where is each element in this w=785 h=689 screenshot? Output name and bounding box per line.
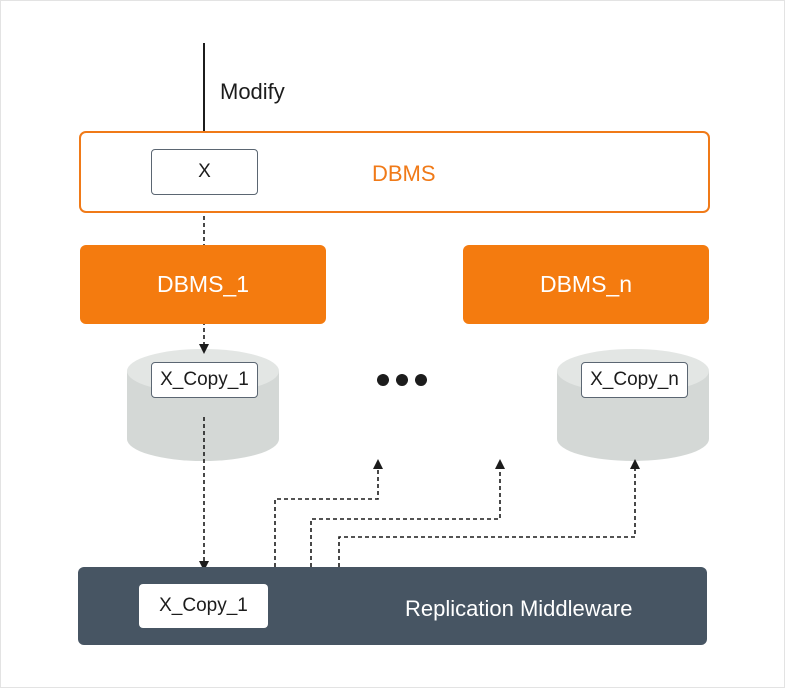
dbms-1-box: DBMS_1 (80, 245, 326, 324)
copy-1-label-box: X_Copy_1 (151, 362, 258, 398)
middleware-copy-label: X_Copy_1 (159, 595, 248, 616)
middleware-label: Replication Middleware (405, 596, 633, 621)
x-item-box: X (151, 149, 258, 195)
ellipsis-dot (415, 374, 427, 386)
dbms-1-label: DBMS_1 (156, 271, 250, 297)
middleware-copy-box: X_Copy_1 (139, 584, 268, 628)
dbms-n-box: DBMS_n (463, 245, 709, 324)
propagation-arrow-2 (310, 459, 505, 567)
ellipsis-dot (396, 374, 408, 386)
x-item-label: X (198, 161, 211, 182)
ellipsis-dot (377, 374, 389, 386)
modify-label: Modify (220, 79, 285, 104)
dbms-n-label: DBMS_n (539, 271, 633, 297)
dbms-box (79, 131, 710, 213)
dbms-label: DBMS (372, 161, 436, 186)
copy-1-label: X_Copy_1 (160, 369, 249, 390)
copy-n-label: X_Copy_n (590, 369, 679, 390)
copy-n-label-box: X_Copy_n (581, 362, 688, 398)
propagation-arrow-1 (274, 459, 383, 567)
propagation-arrow-3 (338, 459, 640, 567)
